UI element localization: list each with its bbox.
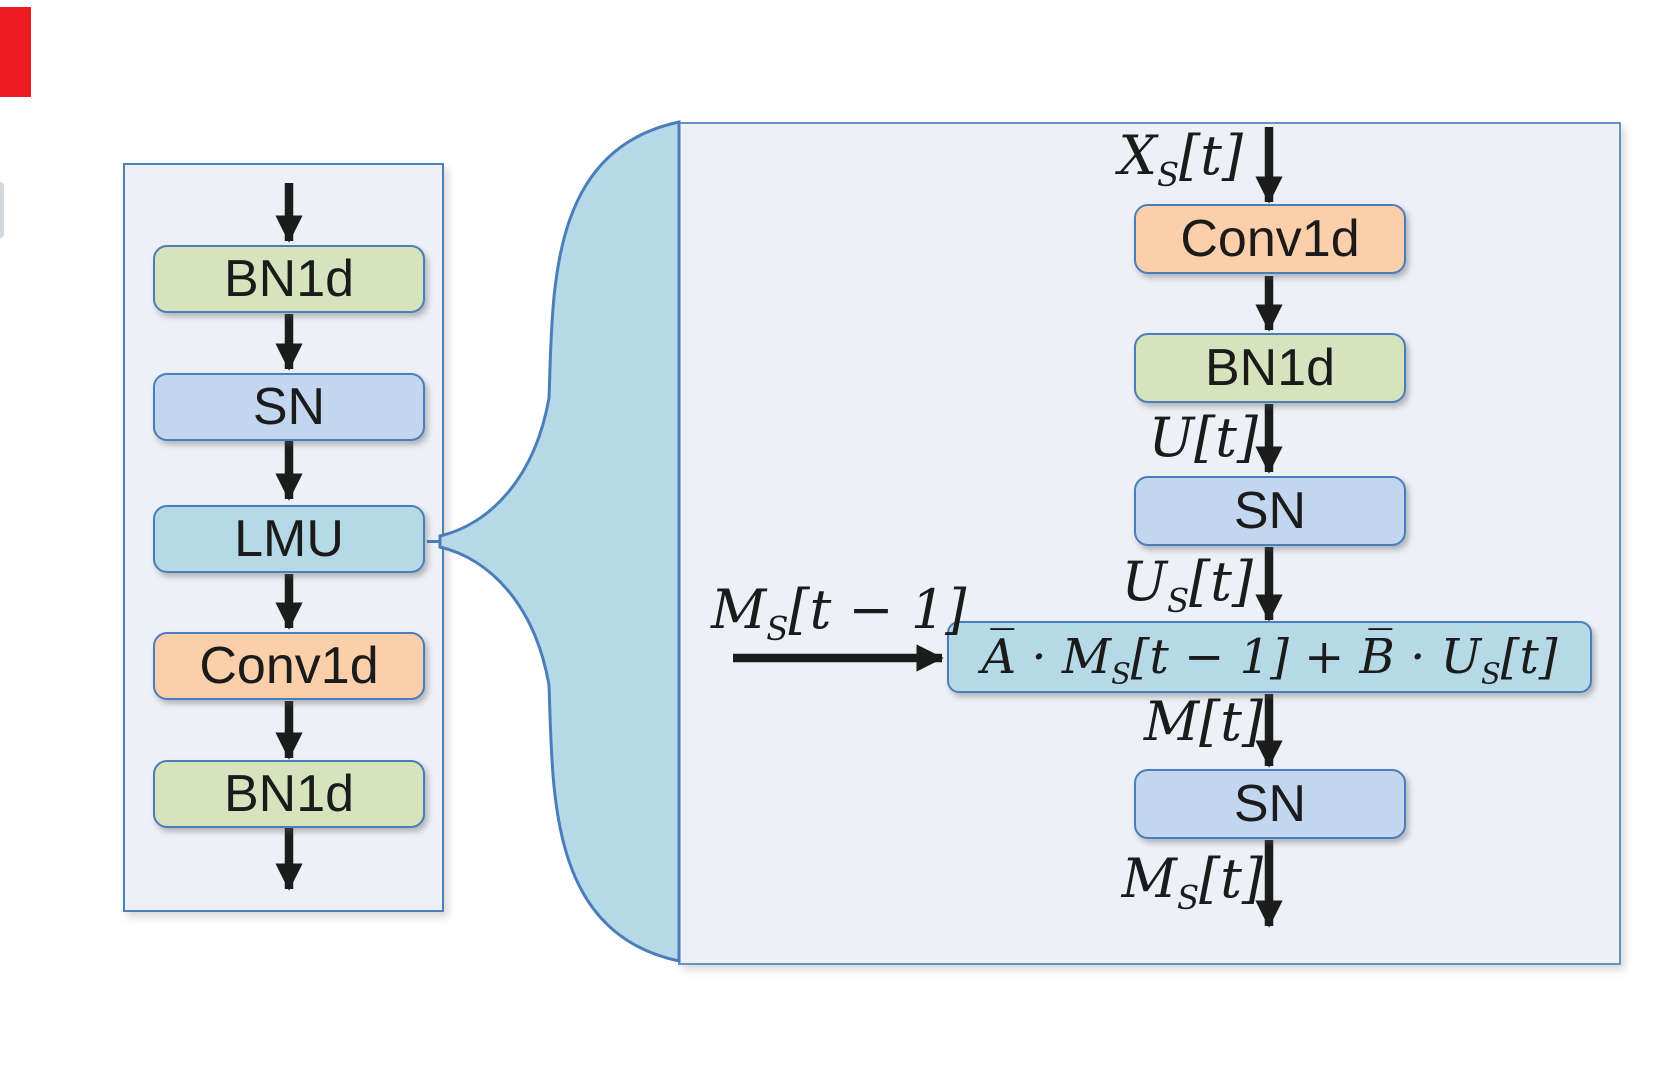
node-label: BN1d (223, 250, 355, 308)
node-sn-1: SN (153, 373, 425, 441)
node-bn1d-2: BN1d (153, 760, 425, 828)
label-ms-t-minus-1: MS[t − 1] (711, 578, 967, 648)
node-label: SN (1233, 775, 1307, 833)
zoom-callout-funnel (438, 120, 681, 963)
label-u-t: U[t] (1148, 406, 1258, 469)
left-edge-artifact (0, 182, 4, 238)
node-label: Conv1d (1180, 210, 1360, 268)
node-sn-detail-1: SN (1134, 476, 1406, 546)
label-us-t: US[t] (1121, 550, 1253, 620)
node-label: LMU (234, 510, 344, 568)
node-label: BN1d (1204, 339, 1336, 397)
node-label: BN1d (223, 765, 355, 823)
state-update-formula: A̅ · MS[t − 1] + B̅ · US[t] (981, 628, 1558, 691)
node-label: SN (1233, 482, 1307, 540)
node-sn-detail-2: SN (1134, 769, 1406, 839)
node-state-update: A̅ · MS[t − 1] + B̅ · US[t] (947, 621, 1592, 693)
label-m-t: M[t] (1143, 690, 1263, 753)
node-bn1d-detail: BN1d (1134, 333, 1406, 403)
node-label: Conv1d (199, 637, 379, 695)
label-ms-t: MS[t] (1121, 847, 1263, 917)
node-conv1d-detail: Conv1d (1134, 204, 1406, 274)
label-xs-t: XS[t] (1118, 124, 1244, 194)
node-conv1d-1: Conv1d (153, 632, 425, 700)
node-label: SN (252, 378, 326, 436)
node-lmu: LMU (153, 505, 425, 573)
red-marker (0, 7, 31, 97)
node-bn1d-1: BN1d (153, 245, 425, 313)
